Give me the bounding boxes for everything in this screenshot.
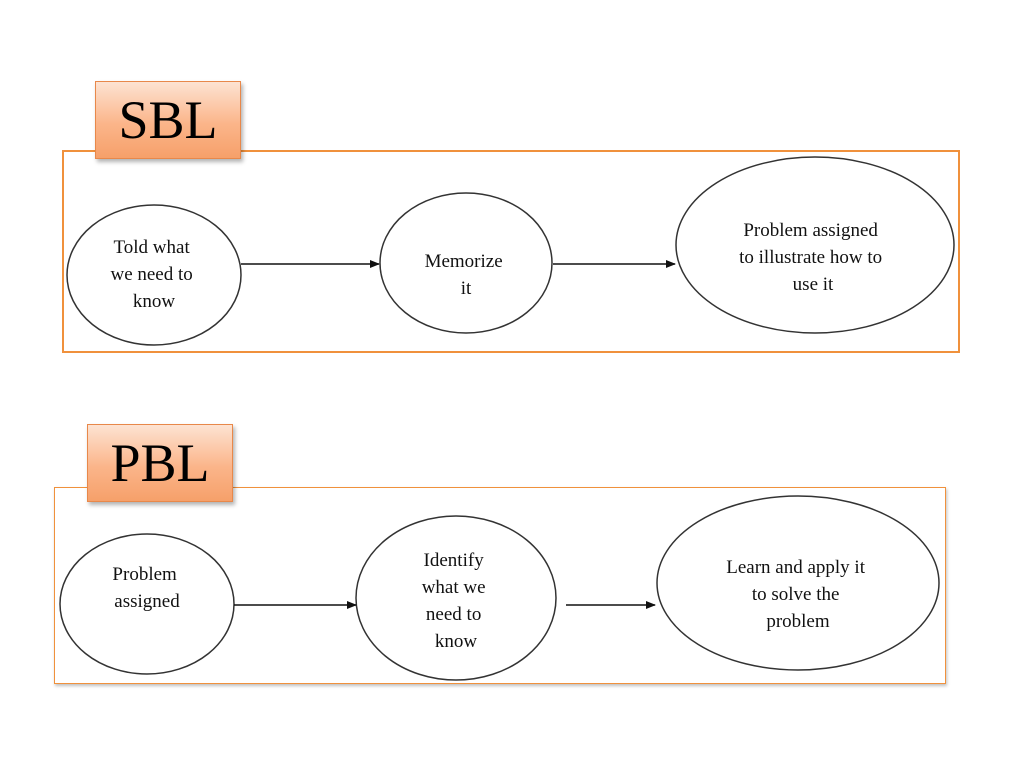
pbl-node-3-line: Learn and apply it bbox=[726, 557, 865, 578]
pbl-tag: PBL bbox=[87, 424, 233, 502]
pbl-node-2-line: know bbox=[435, 631, 478, 652]
sbl-node-3-line: to illustrate how to bbox=[739, 247, 882, 268]
pbl-node-2-label: Identify what we need to know bbox=[422, 550, 491, 652]
pbl-node-3-line: problem bbox=[766, 611, 830, 632]
sbl-node-3-label: Problem assigned to illustrate how to us… bbox=[739, 220, 887, 295]
sbl-node-3 bbox=[675, 156, 955, 334]
sbl-node-1-line: know bbox=[133, 291, 176, 312]
pbl-node-3-label: Learn and apply it to solve the problem bbox=[726, 557, 870, 632]
pbl-node-2-line: need to bbox=[426, 604, 481, 625]
pbl-node-2 bbox=[355, 515, 557, 681]
sbl-node-3-line: Problem assigned bbox=[743, 220, 878, 241]
sbl-node-3-line: use it bbox=[793, 274, 834, 295]
sbl-node-1-label: Told what we need to know bbox=[110, 237, 197, 312]
pbl-node-1-line: Problem bbox=[112, 564, 177, 585]
pbl-node-2-line: Identify bbox=[424, 550, 485, 571]
sbl-tag: SBL bbox=[95, 81, 241, 159]
pbl-node-3 bbox=[656, 495, 940, 671]
pbl-node-1 bbox=[59, 533, 235, 675]
pbl-node-1-label: Problem assigned bbox=[112, 564, 181, 612]
pbl-node-1-line: assigned bbox=[114, 591, 180, 612]
pbl-node-3-line: to solve the bbox=[752, 584, 840, 605]
sbl-node-2-line: Memorize bbox=[425, 251, 503, 272]
sbl-node-1-line: we need to bbox=[110, 264, 192, 285]
sbl-node-1-line: Told what bbox=[114, 237, 191, 258]
sbl-node-1 bbox=[66, 204, 242, 346]
sbl-node-2 bbox=[379, 192, 553, 334]
sbl-node-2-label: Memorize it bbox=[425, 251, 508, 299]
sbl-node-2-line: it bbox=[461, 278, 472, 299]
pbl-node-2-line: what we bbox=[422, 577, 486, 598]
